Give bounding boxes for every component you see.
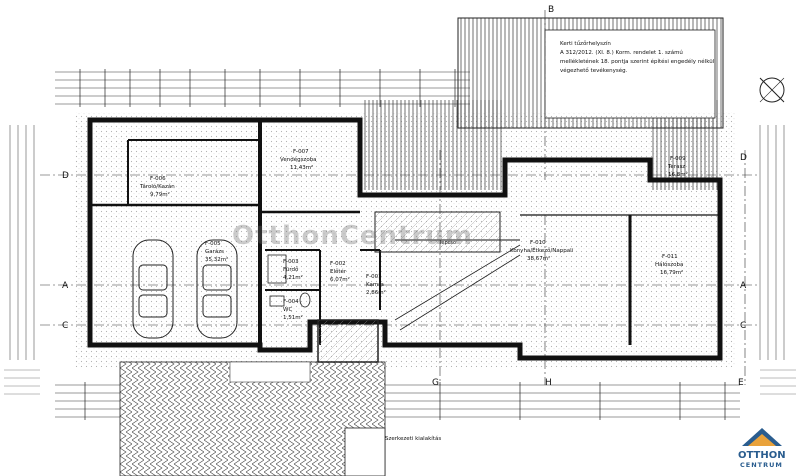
axis-right-c: C	[740, 321, 746, 331]
room-name: WC	[283, 307, 292, 313]
room-code: F-001	[366, 274, 382, 280]
room-f001: F-001 Kamra 2,86m²	[366, 274, 386, 296]
room-code: F-009	[670, 156, 686, 162]
room-name: Előtér	[330, 268, 347, 275]
room-area: 11,43m²	[290, 164, 313, 171]
axis-right-d: D	[740, 153, 747, 163]
room-f004: F-004 WC 1,51m²	[283, 299, 303, 321]
note-line-4: végezhető tevékenység.	[560, 67, 628, 74]
axis-left-a: A	[62, 281, 69, 291]
axis-bottom-g: G	[432, 378, 439, 388]
room-f010: F-010 Konyha/Étkező/Nappali 38,67m²	[510, 240, 574, 262]
top-dimension-ticks	[79, 69, 456, 107]
room-f007: F-007 Vendégszoba 11,43m²	[280, 149, 317, 171]
logo-line-2: CENTRUM	[740, 461, 783, 469]
bathroom-fixtures	[267, 254, 311, 308]
left-margin-annotations	[4, 369, 796, 395]
stairs: lépcső	[374, 211, 521, 331]
site-note-box: Kerti tűzőrhelyszín A 312/2012. (XI. 8.)…	[544, 29, 716, 119]
side-dimension-lines	[9, 125, 785, 360]
room-name: Konyha/Étkező/Nappali	[510, 246, 574, 254]
north-arrow-icon	[759, 77, 785, 103]
axis-top-b: B	[548, 5, 554, 15]
room-name: Hálószoba	[655, 261, 683, 268]
room-name: Fürdő	[283, 267, 299, 273]
note-line-1: Kerti tűzőrhelyszín	[560, 40, 611, 47]
room-f002: F-002 Előtér 6,07m²	[330, 261, 350, 283]
room-f006: F-006 Tároló/Kazán 9,79m²	[139, 176, 175, 198]
room-area: 16,8m²	[668, 171, 688, 178]
stairs-label: lépcső	[440, 239, 456, 246]
room-name: Tároló/Kazán	[139, 183, 175, 190]
axis-labels: D A C D A C B G H E	[62, 5, 747, 388]
building-walls	[87, 117, 723, 361]
room-f003: F-003 Fürdő 4,21m²	[283, 259, 303, 281]
paving	[119, 361, 386, 476]
room-code: F-011	[662, 254, 678, 260]
logo-line-1: OTTHON	[738, 450, 786, 461]
room-labels: F-006 Tároló/Kazán 9,79m² F-005 Garázs 3…	[139, 149, 688, 321]
entry-porch	[317, 319, 379, 363]
room-name: Vendégszoba	[280, 156, 317, 163]
car-left	[132, 239, 174, 339]
room-area: 1,51m²	[283, 314, 303, 321]
room-f011: F-011 Hálószoba 16,79m²	[655, 254, 683, 276]
axis-left-c: C	[62, 321, 68, 331]
room-code: F-010	[530, 240, 546, 246]
room-area: 4,21m²	[283, 274, 303, 281]
room-name: Terasz	[667, 164, 685, 170]
note-line-2: A 312/2012. (XI. 8.) Korm. rendelet 1. s…	[560, 49, 683, 56]
room-code: F-003	[283, 259, 299, 265]
axis-right-a: A	[740, 281, 747, 291]
room-area: 9,79m²	[150, 191, 170, 198]
room-area: 38,67m²	[527, 255, 550, 262]
section-bottom-label: Szerkezeti kialakítás	[385, 435, 441, 442]
room-code: F-006	[150, 176, 166, 182]
room-code: F-005	[205, 241, 221, 247]
room-code: F-007	[293, 149, 309, 155]
room-f005: F-005 Garázs 35,32m²	[205, 241, 228, 263]
watermark: OtthonCentrum	[232, 221, 473, 251]
room-code: F-002	[330, 261, 346, 267]
room-area: 35,32m²	[205, 256, 228, 263]
room-name: Kamra	[366, 282, 384, 288]
room-area: 2,86m²	[366, 289, 386, 296]
room-area: 16,79m²	[660, 269, 683, 276]
top-dimension-lines	[55, 71, 470, 105]
room-area: 6,07m²	[330, 276, 350, 283]
room-name: Garázs	[205, 248, 224, 255]
car-right	[196, 239, 238, 339]
room-f009: F-009 Terasz 16,8m²	[667, 156, 688, 178]
axis-bottom-e: E	[738, 378, 744, 388]
axis-left-d: D	[62, 171, 69, 181]
room-code: F-004	[283, 299, 299, 305]
axis-bottom-h: H	[545, 378, 552, 388]
brand-logo: OTTHON CENTRUM	[732, 422, 792, 472]
note-line-3: mellékletének 18. pontja szerint építési…	[560, 58, 715, 65]
